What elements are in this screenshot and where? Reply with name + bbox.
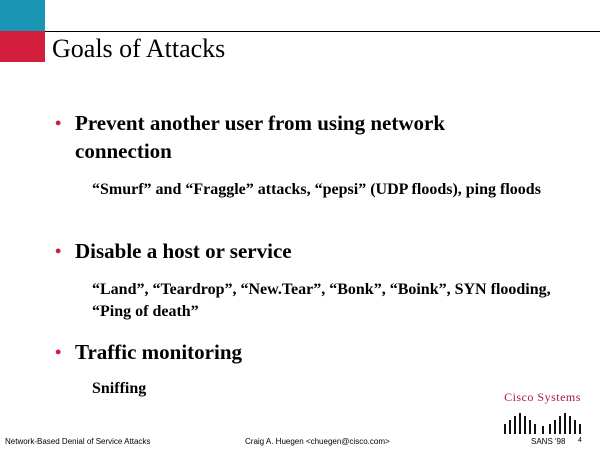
page-number: 4 bbox=[578, 437, 582, 444]
bullet-1-detail: “Smurf” and “Fraggle” attacks, “pepsi” (… bbox=[92, 181, 541, 198]
bullet-dot: • bbox=[55, 342, 62, 362]
title-rule bbox=[45, 31, 600, 32]
bullet-dot: • bbox=[55, 241, 62, 261]
logo-text: Cisco Systems bbox=[504, 390, 581, 404]
bullet-2-text: Disable a host or service bbox=[75, 239, 292, 263]
bullet-1-text: Prevent another user from using network … bbox=[75, 111, 446, 163]
bullet-2-detail: “Land”, “Teardrop”, “New.Tear”, “Bonk”, … bbox=[92, 281, 551, 320]
bridge-icon bbox=[504, 413, 581, 434]
bullet-3-detail: Sniffing bbox=[92, 380, 147, 397]
bullet-3-text: Traffic monitoring bbox=[75, 340, 242, 364]
slide-title: Goals of Attacks bbox=[52, 34, 226, 63]
decor-square-red bbox=[0, 31, 45, 62]
cisco-logo: Cisco Systems bbox=[500, 390, 585, 438]
footer-center: Craig A. Huegen <chuegen@cisco.com> bbox=[245, 437, 390, 446]
footer-left: Network-Based Denial of Service Attacks bbox=[5, 437, 151, 446]
decor-square-teal bbox=[0, 0, 45, 31]
bullet-dot: • bbox=[55, 113, 62, 133]
footer-right: SANS '98 bbox=[531, 437, 566, 446]
